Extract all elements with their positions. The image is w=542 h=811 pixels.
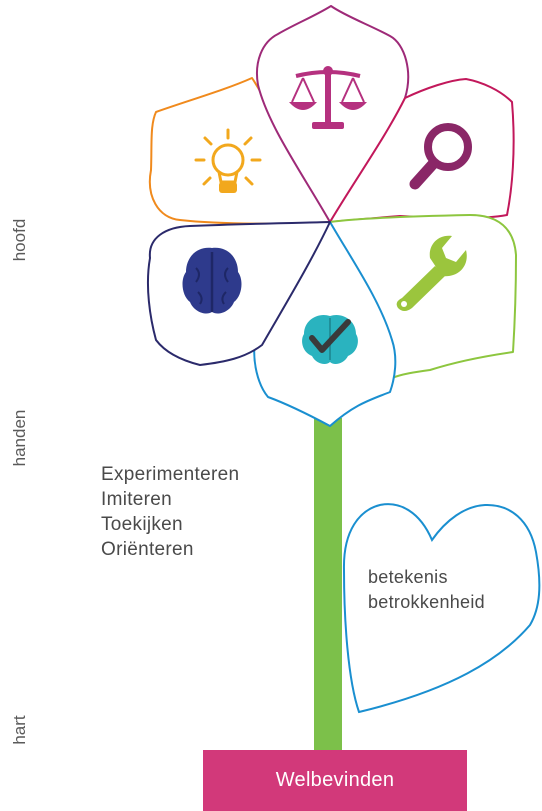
heart-text: betekenis betrokkenheid [368, 565, 485, 615]
pot-label: Welbevinden [275, 769, 395, 791]
stage-item: Experimenteren [101, 464, 240, 485]
flower-stem [314, 418, 342, 752]
heart-outline [342, 503, 541, 714]
brain-icon [182, 247, 242, 314]
pot-welbevinden: Welbevinden [203, 750, 467, 811]
stage-item: Oriënteren [101, 539, 194, 560]
scales-icon [289, 66, 367, 129]
heart-line-meaning: betekenis [368, 567, 448, 587]
stage-item: Imiteren [101, 489, 173, 510]
stage-list: Experimenteren Imiteren Toekijken Oriënt… [101, 462, 239, 562]
stage-item: Toekijken [101, 514, 183, 535]
wrench-icon [396, 235, 467, 311]
brain-check-icon [302, 314, 358, 364]
magnifier-icon [409, 123, 472, 190]
heart-line-involvement: betrokkenheid [368, 592, 485, 612]
lightbulb-icon [194, 128, 262, 193]
